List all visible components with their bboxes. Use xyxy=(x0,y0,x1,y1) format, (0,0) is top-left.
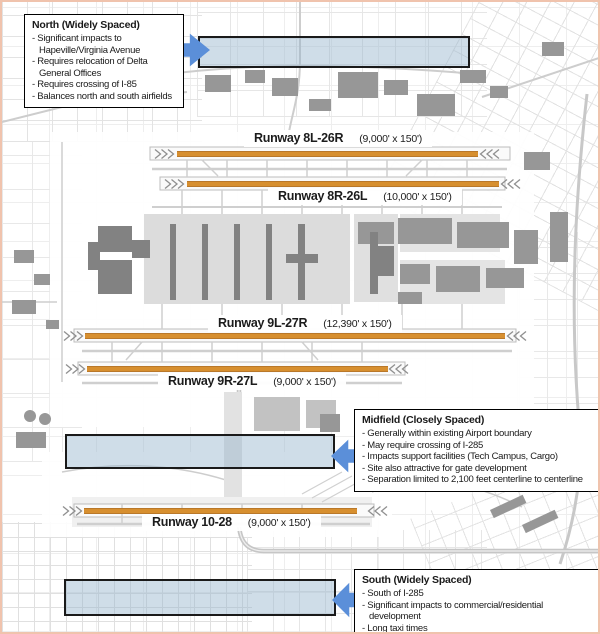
callout-bullet: - May require crossing of I-285 xyxy=(362,439,484,451)
runway-label-8l-26r: Runway 8L-26R (9,000' x 150') xyxy=(244,130,433,147)
runway-name: Runway 8R-26L xyxy=(278,189,368,203)
runway-name: Runway 10-28 xyxy=(152,515,232,529)
midfield-site-overlay xyxy=(65,434,335,469)
runway-label-9r-27l: Runway 9R-27L (9,000' x 150') xyxy=(158,373,347,390)
terminal-concourses xyxy=(88,224,394,300)
street-grid xyxy=(2,522,252,632)
callout-title: South (Widely Spaced) xyxy=(362,574,472,586)
runway-8r-26l-highlight xyxy=(187,181,499,187)
north-site-overlay xyxy=(198,36,470,68)
runway-dimensions: (9,000' x 150') xyxy=(247,517,311,529)
callout-bullet: - Generally within existing Airport boun… xyxy=(362,428,532,439)
runway-label-8r-26l: Runway 8R-26L (10,000' x 150') xyxy=(268,188,462,205)
callout-bullet: - Requires crossing of I-85 xyxy=(32,79,137,91)
runway-label-9l-27r: Runway 9L-27R (12,390' x 150') xyxy=(208,315,402,332)
runway-9l-27r-highlight xyxy=(85,333,505,339)
callout-title: North (Widely Spaced) xyxy=(32,19,140,31)
callout-bullet: - Requires relocation of Delta General O… xyxy=(32,56,148,79)
runway-dimensions: (12,390' x 150') xyxy=(323,318,392,330)
runway-name: Runway 9L-27R xyxy=(218,316,308,330)
runway-label-10-28: Runway 10-28 (9,000' x 150') xyxy=(142,514,321,531)
callout-midfield: Midfield (Closely Spaced) - Generally wi… xyxy=(354,409,598,492)
callout-bullet: - Site also attractive for gate developm… xyxy=(362,462,527,474)
callout-bullet: - Separation limited to 2,100 feet cente… xyxy=(362,474,583,486)
callout-bullet: - Impacts support facilities (Tech Campu… xyxy=(362,451,558,463)
callout-north: North (Widely Spaced) - Significant impa… xyxy=(24,14,184,109)
callout-bullet: - South of I-285 xyxy=(362,588,424,599)
callout-south: South (Widely Spaced) - South of I-285 -… xyxy=(354,569,598,634)
callout-bullet: - Long taxi times xyxy=(362,622,428,634)
runway-10-28-highlight xyxy=(84,508,357,514)
runway-9r-27l-highlight xyxy=(87,366,388,372)
callout-bullet: - Significant impacts to Hapeville/Virgi… xyxy=(32,33,141,56)
runway-dimensions: (9,000' x 150') xyxy=(359,133,423,145)
runway-dimensions: (10,000' x 150') xyxy=(383,191,452,203)
callout-bullet: - Balances north and south airfields xyxy=(32,90,172,102)
callout-bullet: - Significant impacts to commercial/resi… xyxy=(362,599,543,623)
runway-8l-26r-highlight xyxy=(177,151,478,157)
south-site-overlay xyxy=(64,579,336,616)
callout-title: Midfield (Closely Spaced) xyxy=(362,414,485,426)
runway-dimensions: (9,000' x 150') xyxy=(273,376,337,388)
runway-name: Runway 9R-27L xyxy=(168,374,258,388)
runway-name: Runway 8L-26R xyxy=(254,131,344,145)
